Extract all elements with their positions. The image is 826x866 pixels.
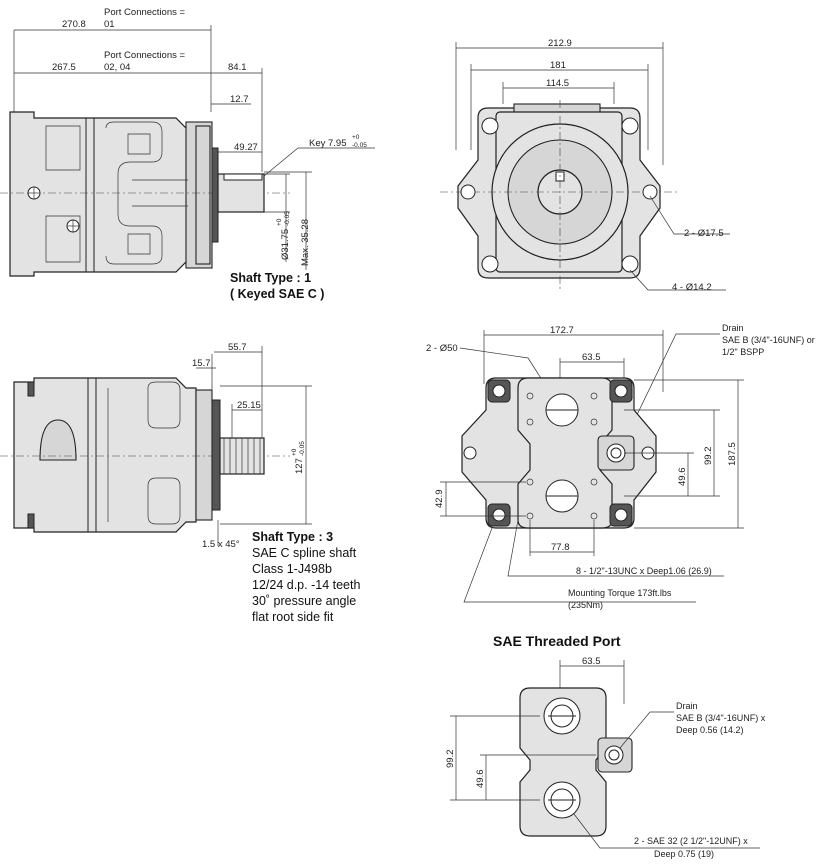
shaft-type-3-line-5: flat root side fit xyxy=(252,610,334,624)
dim-99-2-threaded: 99.2 xyxy=(445,750,456,769)
port-spec-threaded-2: Deep 0.75 (19) xyxy=(654,849,714,859)
chamfer-note: 1.5 x 45° xyxy=(202,539,240,550)
dim-114-5: 114.5 xyxy=(546,78,569,89)
dim-77-8: 77.8 xyxy=(551,542,570,553)
mounting-torque-2: (235Nm) xyxy=(568,600,603,610)
dim-270-8: 270.8 xyxy=(62,19,86,30)
drain-spec-threaded-1: SAE B (3/4"-16UNF) x xyxy=(676,713,766,723)
dim-63-5-threaded: 63.5 xyxy=(582,656,601,667)
drain-spec-rear-1: SAE B (3/4"-16UNF) or xyxy=(722,335,815,345)
port-connections-value-01: 01 xyxy=(104,19,115,30)
dim-63-5-rear: 63.5 xyxy=(582,352,601,363)
dim-127-tolerance-bottom: -0.05 xyxy=(299,441,306,456)
shaft-type-3-line-3: 12/24 d.p. -14 teeth xyxy=(252,578,360,592)
dim-max-35-28: Max. 35.28 xyxy=(300,219,311,266)
drain-spec-threaded-2: Deep 0.56 (14.2) xyxy=(676,725,744,735)
dim-55-7: 55.7 xyxy=(228,342,247,353)
port-connections-value-0204: 02, 04 xyxy=(104,62,130,73)
dim-42-9: 42.9 xyxy=(434,490,445,509)
drain-title-rear: Drain xyxy=(722,323,744,333)
shaft-type-3-title: Shaft Type : 3 xyxy=(252,530,333,544)
port-connections-label-0204: Port Connections = xyxy=(104,50,186,61)
dim-84-1: 84.1 xyxy=(228,62,247,73)
mounting-torque-1: Mounting Torque 173ft.lbs xyxy=(568,588,672,598)
dim-49-6-threaded: 49.6 xyxy=(475,770,486,789)
key-tolerance-bottom: -0.05 xyxy=(352,142,367,149)
shaft-type-1-title: Shaft Type : 1 xyxy=(230,271,311,285)
shaft-type-3-line-2: Class 1-J498b xyxy=(252,562,332,576)
side-view-keyed-shaft: 270.8 Port Connections = 01 267.5 Port C… xyxy=(0,7,375,277)
port-connections-label-01: Port Connections = xyxy=(104,7,186,18)
front-view-mounting-flange: 212.9 181 114.5 2 - Ø17.5 4 - Ø14.2 xyxy=(440,38,730,293)
dim-dia-31-75: Ø31.75 xyxy=(280,229,291,260)
dim-49-27: 49.27 xyxy=(234,142,258,153)
shaft-type-1-subtitle: ( Keyed SAE C ) xyxy=(230,287,324,301)
rear-view-ports: 2 - Ø50 172.7 63.5 Drain SAE B (3/4"-16U… xyxy=(426,323,815,610)
port-spec-threaded-1: 2 - SAE 32 (2 1/2"-12UNF) x xyxy=(634,836,748,846)
holes-14-2: 4 - Ø14.2 xyxy=(672,282,712,293)
dim-12-7: 12.7 xyxy=(230,94,249,105)
dim-212-9: 212.9 xyxy=(548,38,572,49)
dim-25-15: 25.15 xyxy=(237,400,261,411)
shaft-type-3-line-1: SAE C spline shaft xyxy=(252,546,357,560)
dia-tolerance-top: +0 xyxy=(276,218,283,226)
sae-threaded-port-view: 63.5 Drain SAE B (3/4"-16UNF) x Deep 0.5… xyxy=(445,656,766,859)
dim-49-6-rear: 49.6 xyxy=(677,468,688,487)
key-dimension: Key 7.95 xyxy=(309,138,347,149)
sae-threaded-port-title: SAE Threaded Port xyxy=(493,633,621,649)
drain-spec-rear-2: 1/2" BSPP xyxy=(722,347,764,357)
dim-127-tolerance-top: +0 xyxy=(291,448,298,456)
side-view-spline-shaft: 55.7 15.7 25.15 12 xyxy=(0,342,312,550)
dim-15-7: 15.7 xyxy=(192,358,211,369)
dia-tolerance-bottom: -0.05 xyxy=(284,211,291,226)
dim-267-5: 267.5 xyxy=(52,62,76,73)
dim-99-2-rear: 99.2 xyxy=(703,447,714,466)
shaft-type-3-line-4: 30˚ pressure angle xyxy=(252,594,356,608)
drain-title-threaded: Drain xyxy=(676,701,698,711)
dim-127: 127 xyxy=(294,458,305,474)
dim-187-5: 187.5 xyxy=(727,442,738,466)
dim-181: 181 xyxy=(550,60,566,71)
key-tolerance-top: +0 xyxy=(352,134,360,141)
holes-17-5: 2 - Ø17.5 xyxy=(684,228,724,239)
thread-note: 8 - 1/2"-13UNC x Deep1.06 (26.9) xyxy=(576,566,712,576)
dim-172-7: 172.7 xyxy=(550,325,574,336)
dim-2-dia-50: 2 - Ø50 xyxy=(426,343,458,354)
